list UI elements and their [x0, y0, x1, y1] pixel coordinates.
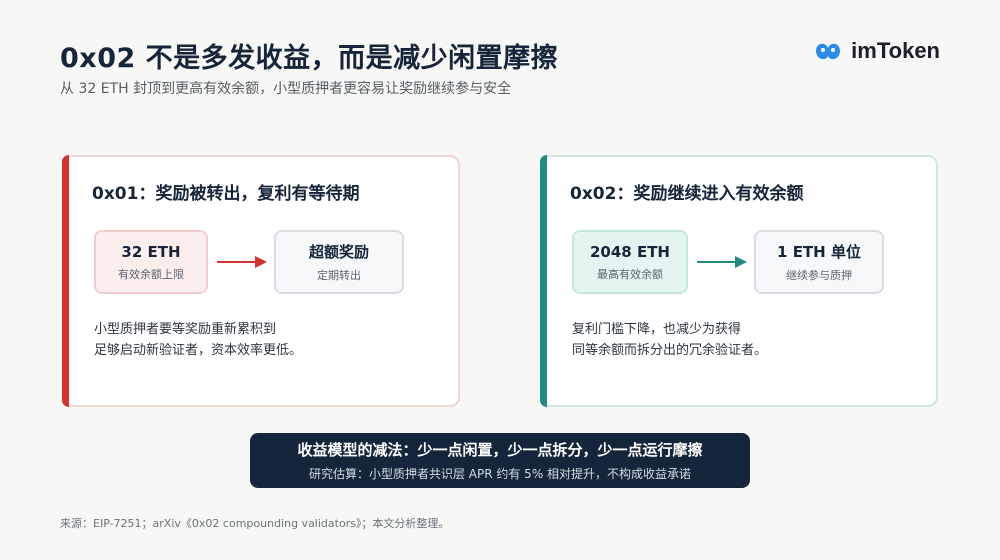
arrow-right-icon: [697, 256, 747, 268]
cap-box: 32 ETH 有效余额上限: [94, 230, 208, 294]
card-description: 小型质押者要等奖励重新累积到 足够启动新验证者，资本效率更低。: [94, 319, 302, 361]
box-value: 超额奖励: [308, 243, 369, 261]
brand-name: imToken: [851, 38, 940, 63]
page-title: 0x02 不是多发收益，而是减少闲置摩擦: [60, 43, 559, 74]
desc-line: 同等余额而拆分出的冗余验证者。: [572, 343, 768, 358]
box-value: 32 ETH: [121, 242, 181, 261]
imtoken-logo-icon: [816, 43, 841, 60]
box-caption: 继续参与质押: [786, 269, 852, 282]
desc-line: 复利门槛下降，也减少为获得: [572, 322, 742, 337]
box-value: 1 ETH 单位: [777, 243, 861, 261]
card-0x01: 0x01：奖励被转出，复利有等待期 32 ETH 有效余额上限 超额奖励 定期转…: [62, 155, 460, 407]
excess-reward-box: 超额奖励 定期转出: [274, 230, 404, 294]
page-subtitle: 从 32 ETH 封顶到更高有效余额，小型质押者更容易让奖励继续参与安全: [60, 81, 512, 97]
source-note: 来源：EIP-7251；arXiv《0x02 compounding valid…: [60, 517, 450, 530]
eth-unit-box: 1 ETH 单位 继续参与质押: [754, 230, 884, 294]
card-title: 0x02：奖励继续进入有效余额: [570, 184, 804, 204]
card-0x02: 0x02：奖励继续进入有效余额 2048 ETH 最高有效余额 1 ETH 单位…: [540, 155, 938, 407]
box-caption: 有效余额上限: [118, 267, 184, 281]
banner-subtitle: 研究估算：小型质押者共识层 APR 约有 5% 相对提升，不构成收益承诺: [308, 467, 692, 481]
arrow-right-icon: [217, 256, 267, 268]
summary-banner: 收益模型的减法：少一点闲置，少一点拆分，少一点运行摩擦 研究估算：小型质押者共识…: [250, 433, 750, 488]
box-caption: 定期转出: [317, 269, 361, 282]
banner-title: 收益模型的减法：少一点闲置，少一点拆分，少一点运行摩擦: [297, 441, 703, 459]
box-value: 2048 ETH: [589, 242, 670, 261]
box-caption: 最高有效余额: [597, 267, 663, 281]
max-balance-box: 2048 ETH 最高有效余额: [572, 230, 688, 294]
desc-line: 小型质押者要等奖励重新累积到: [94, 322, 277, 337]
card-title: 0x01：奖励被转出，复利有等待期: [92, 184, 360, 204]
desc-line: 足够启动新验证者，资本效率更低。: [94, 343, 303, 358]
brand-logo: imToken: [813, 38, 940, 64]
card-description: 复利门槛下降，也减少为获得 同等余额而拆分出的冗余验证者。: [572, 319, 767, 361]
